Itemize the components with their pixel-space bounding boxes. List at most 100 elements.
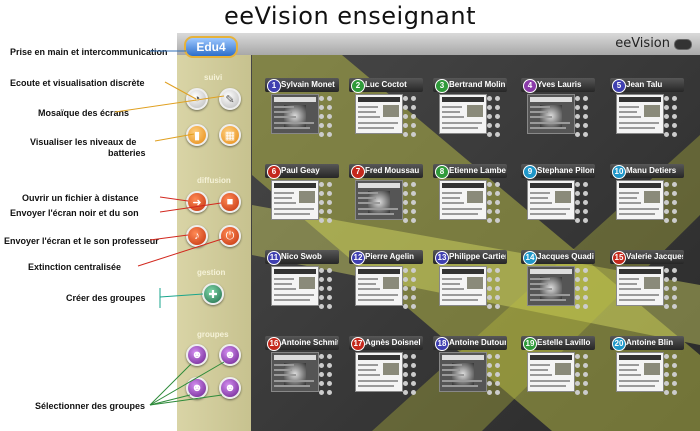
screen-thumbnail[interactable] [527, 352, 575, 392]
student-name: Agnès Doisnel [365, 338, 421, 347]
black-screen-button[interactable]: ■ [219, 191, 241, 213]
student-controls[interactable] [575, 96, 593, 146]
brand-label: eeVision [615, 36, 670, 51]
screen-thumbnail[interactable] [355, 352, 403, 392]
screen-thumbnail[interactable] [355, 94, 403, 134]
screen-thumbnail[interactable] [271, 180, 319, 220]
student-number: 6 [267, 165, 281, 179]
screen-thumbnail[interactable] [271, 352, 319, 392]
group-4-button[interactable]: ☻ [219, 377, 241, 399]
group-1-button[interactable]: ☻ [186, 344, 208, 366]
student-number: 14 [523, 251, 537, 265]
screen-thumbnail[interactable] [271, 94, 319, 134]
screen-thumbnail[interactable] [616, 180, 664, 220]
student-name: Paul Geay [281, 166, 320, 175]
screen-thumbnail[interactable] [527, 94, 575, 134]
student-controls[interactable] [664, 268, 682, 318]
student-controls[interactable] [319, 354, 337, 404]
student-controls[interactable] [575, 182, 593, 232]
screen-thumbnail[interactable] [355, 266, 403, 306]
student-number: 18 [435, 337, 449, 351]
mosaic-button[interactable]: ✎ [219, 88, 241, 110]
student-controls[interactable] [664, 354, 682, 404]
screen-thumbnail[interactable] [439, 352, 487, 392]
student-name: Bertrand Molin [449, 80, 506, 89]
screen-thumbnail[interactable] [616, 94, 664, 134]
screen-thumbnail[interactable] [439, 180, 487, 220]
student-controls[interactable] [664, 96, 682, 146]
student-controls[interactable] [403, 268, 421, 318]
teacher-screen-button[interactable]: ♪ [186, 225, 208, 247]
student-name: Stephane Pilon [537, 166, 594, 175]
student-number: 12 [351, 251, 365, 265]
group-3-button[interactable]: ☻ [186, 377, 208, 399]
callout-extinction: Extinction centralisée [28, 262, 122, 272]
callout-creer-groupes: Créer des groupes [66, 293, 146, 303]
window-control-icon[interactable] [674, 39, 692, 50]
mosaic-grid-button[interactable]: ▦ [219, 124, 241, 146]
edu4-logo[interactable]: Edu4 [184, 36, 238, 58]
listen-view-button[interactable]: ◔ [186, 88, 208, 110]
callout-ecran-noir: Envoyer l'écran noir et du son [10, 208, 139, 218]
student-name: Antoine Dutour [449, 338, 506, 347]
screen-thumbnail[interactable] [616, 352, 664, 392]
student-controls[interactable] [487, 268, 505, 318]
student-controls[interactable] [403, 96, 421, 146]
screen-thumbnail[interactable] [439, 266, 487, 306]
student-controls[interactable] [319, 182, 337, 232]
student-controls[interactable] [403, 182, 421, 232]
student-number: 4 [523, 79, 537, 93]
screen-thumbnail[interactable] [271, 266, 319, 306]
group-2-button[interactable]: ☻ [219, 344, 241, 366]
student-controls[interactable] [664, 182, 682, 232]
title-bar: eeVision [177, 33, 700, 55]
student-controls[interactable] [319, 96, 337, 146]
student-name: Estelle Lavillo [537, 338, 591, 347]
student-controls[interactable] [575, 354, 593, 404]
screen-thumbnail[interactable] [527, 180, 575, 220]
open-file-button[interactable]: ➜ [186, 191, 208, 213]
screen-thumbnail[interactable] [527, 266, 575, 306]
screen-thumbnail[interactable] [439, 94, 487, 134]
callout-ecran-prof: Envoyer l'écran et le son professeur [4, 236, 159, 246]
student-controls[interactable] [487, 182, 505, 232]
shutdown-button[interactable]: ⏻ [219, 225, 241, 247]
student-controls[interactable] [319, 268, 337, 318]
screen-thumbnail[interactable] [355, 180, 403, 220]
create-groups-button[interactable]: ✚ [202, 283, 224, 305]
student-controls[interactable] [575, 268, 593, 318]
student-controls[interactable] [403, 354, 421, 404]
battery-button[interactable]: ▮ [186, 124, 208, 146]
student-controls[interactable] [487, 96, 505, 146]
student-controls[interactable] [487, 354, 505, 404]
screen-thumbnail[interactable] [616, 266, 664, 306]
student-name: Nico Swob [281, 252, 322, 261]
section-diffusion: diffusion [197, 176, 231, 185]
student-number: 15 [612, 251, 626, 265]
